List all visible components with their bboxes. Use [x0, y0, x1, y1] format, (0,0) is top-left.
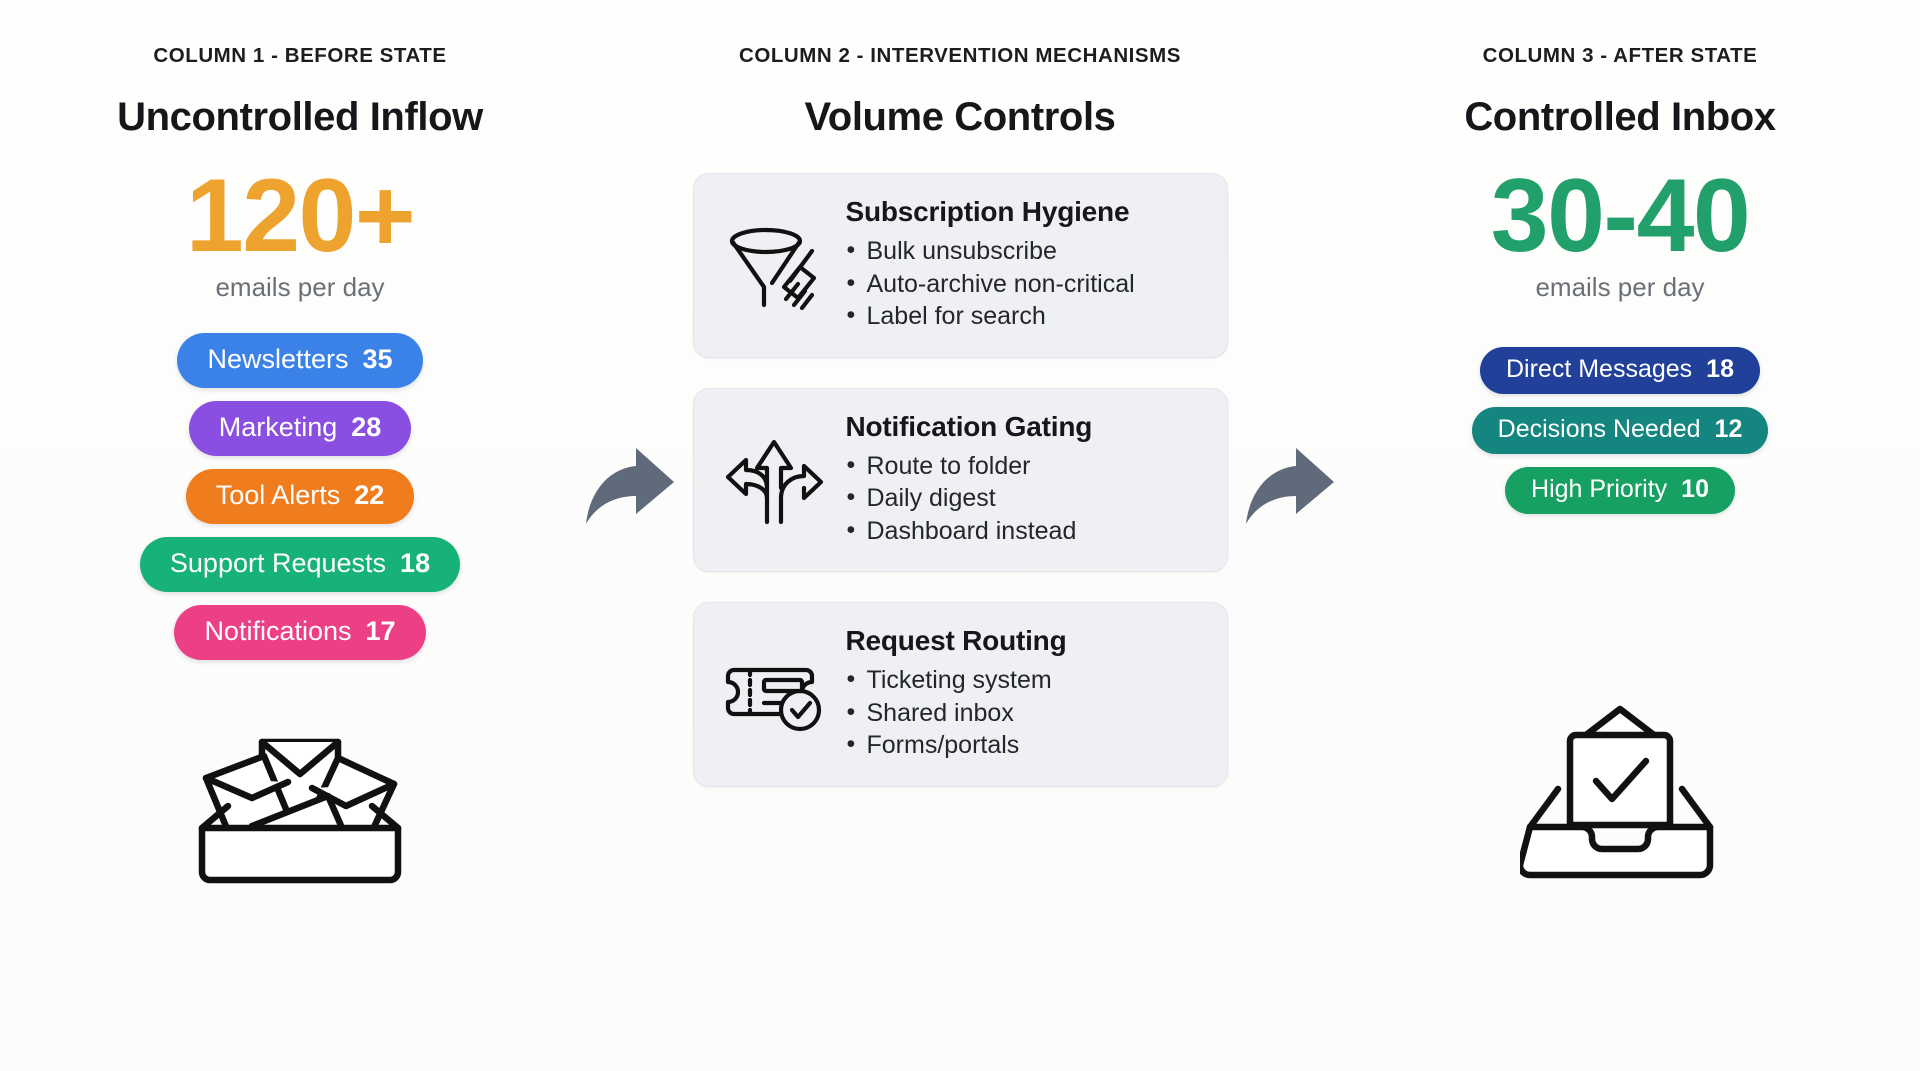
pill-label: Direct Messages: [1506, 355, 1693, 384]
pill-label: Notifications: [204, 616, 352, 647]
arrow-controls-to-after-cell: [1240, 44, 1340, 885]
pill-direct-messages[interactable]: Direct Messages 18: [1480, 347, 1760, 395]
card-title: Notification Gating: [845, 410, 1093, 442]
card-bullet: Auto-archive non-critical: [846, 267, 1203, 301]
card-bullet: Daily digest: [846, 481, 1203, 515]
pill-high-priority[interactable]: High Priority 10: [1505, 467, 1735, 515]
card-notification-gating[interactable]: Notification Gating Route to folder Dail…: [692, 387, 1228, 572]
ticket-check-icon: [725, 668, 821, 732]
pill-value: 17: [365, 616, 396, 647]
before-category-pill-list: Newsletters 35 Marketing 28 Tool Alerts …: [139, 333, 461, 661]
column-1-kicker: COLUMN 1 - BEFORE STATE: [153, 44, 447, 67]
card-body: Request Routing Ticketing system Shared …: [846, 625, 1203, 762]
pill-label: Support Requests: [169, 548, 387, 579]
column-1-title: Uncontrolled Inflow: [117, 95, 483, 139]
card-request-routing[interactable]: Request Routing Ticketing system Shared …: [692, 602, 1228, 787]
arrow-before-to-controls-cell: [580, 44, 680, 885]
overflowing-inbox-icon: [198, 738, 402, 884]
tidy-inbox-check-icon-wrap: [1520, 705, 1720, 885]
three-way-arrow-icon-wrap: [720, 432, 828, 526]
column-2-title: Volume Controls: [804, 95, 1116, 139]
pill-decisions-needed[interactable]: Decisions Needed 12: [1471, 407, 1769, 455]
column-intervention-mechanisms: COLUMN 2 - INTERVENTION MECHANISMS Volum…: [680, 44, 1240, 885]
pill-label: High Priority: [1531, 475, 1668, 504]
pill-label: Newsletters: [207, 344, 349, 375]
card-body: Notification Gating Route to folder Dail…: [846, 411, 1203, 548]
card-subscription-hygiene[interactable]: Subscription Hygiene Bulk unsubscribe Au…: [692, 173, 1228, 358]
card-bullet-list: Route to folder Daily digest Dashboard i…: [846, 449, 1203, 548]
card-bullet-list: Bulk unsubscribe Auto-archive non-critic…: [846, 234, 1203, 333]
card-title: Subscription Hygiene: [845, 196, 1130, 227]
card-bullet: Forms/portals: [846, 728, 1203, 762]
card-body: Subscription Hygiene Bulk unsubscribe Au…: [846, 196, 1203, 333]
pill-value: 22: [354, 480, 385, 511]
flow-arrow-controls-to-after-icon: [1246, 448, 1334, 524]
pill-value: 35: [362, 344, 393, 375]
flow-arrow-before-to-controls-icon: [586, 448, 674, 524]
funnel-broom-icon-wrap: [720, 217, 828, 311]
three-way-arrow-icon: [725, 439, 823, 524]
column-3-title: Controlled Inbox: [1464, 95, 1776, 139]
ticket-check-icon-wrap: [720, 650, 828, 736]
funnel-broom-icon: [729, 228, 816, 311]
card-title: Request Routing: [845, 625, 1067, 656]
pill-marketing[interactable]: Marketing 28: [188, 401, 412, 457]
pill-notifications[interactable]: Notifications 17: [174, 605, 426, 661]
column-2-kicker: COLUMN 2 - INTERVENTION MECHANISMS: [738, 44, 1181, 67]
tidy-inbox-check-icon: [1520, 705, 1714, 879]
card-bullet: Route to folder: [846, 449, 1203, 483]
column-after-state: COLUMN 3 - AFTER STATE Controlled Inbox …: [1340, 44, 1900, 885]
pill-value: 10: [1681, 475, 1709, 504]
after-metric-value: 30-40: [1490, 158, 1751, 274]
overflowing-inbox-icon-wrap: [190, 700, 410, 885]
pill-value: 12: [1714, 415, 1743, 444]
after-metric-caption: emails per day: [1535, 272, 1705, 303]
pill-value: 18: [1706, 355, 1734, 384]
after-category-pill-list: Direct Messages 18 Decisions Needed 12 H…: [1471, 347, 1769, 515]
pill-label: Tool Alerts: [215, 480, 341, 511]
mechanism-card-list: Subscription Hygiene Bulk unsubscribe Au…: [692, 173, 1228, 787]
card-bullet: Shared inbox: [846, 696, 1203, 730]
before-metric-caption: emails per day: [215, 272, 385, 303]
column-3-kicker: COLUMN 3 - AFTER STATE: [1482, 44, 1758, 67]
pill-value: 28: [351, 412, 382, 443]
before-metric-value: 120+: [185, 158, 416, 274]
pill-label: Marketing: [218, 412, 338, 443]
column-before-state: COLUMN 1 - BEFORE STATE Uncontrolled Inf…: [20, 44, 580, 885]
pill-label: Decisions Needed: [1497, 415, 1701, 444]
pill-tool-alerts[interactable]: Tool Alerts 22: [185, 469, 415, 525]
card-bullet: Dashboard instead: [846, 514, 1203, 548]
pill-support-requests[interactable]: Support Requests 18: [139, 537, 461, 593]
card-bullet: Ticketing system: [846, 663, 1203, 697]
card-bullet-list: Ticketing system Shared inbox Forms/port…: [846, 663, 1203, 762]
card-bullet: Label for search: [846, 299, 1203, 333]
card-bullet: Bulk unsubscribe: [846, 234, 1203, 268]
pill-value: 18: [400, 548, 431, 579]
pill-newsletters[interactable]: Newsletters 35: [177, 333, 423, 389]
